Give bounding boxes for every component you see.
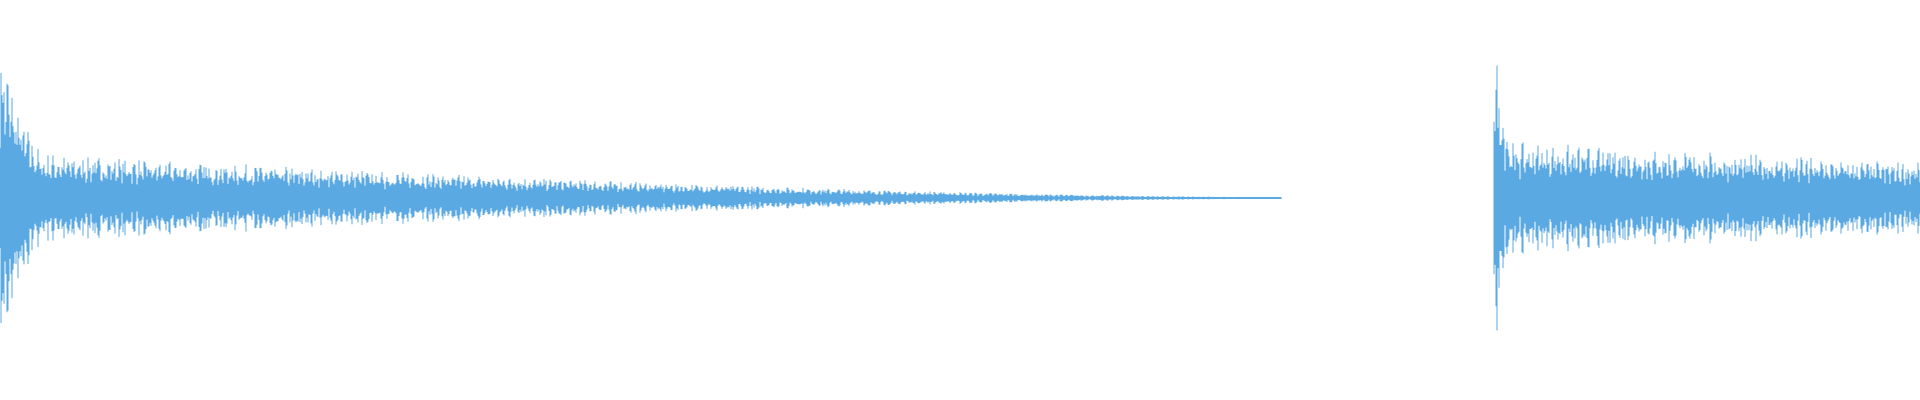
waveform-clip-2[interactable] <box>1493 65 1920 331</box>
waveform-clip-1[interactable] <box>0 72 1282 324</box>
